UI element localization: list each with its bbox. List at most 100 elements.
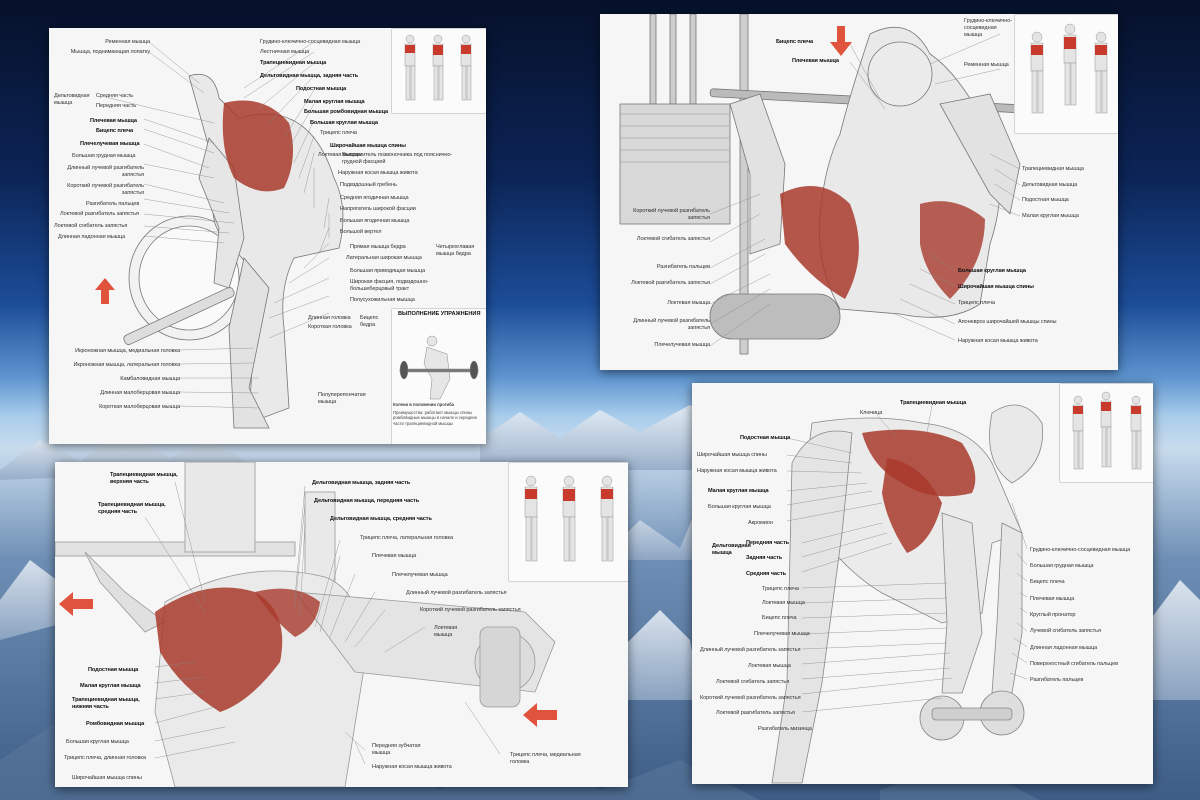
label: Бицепс бедра [360, 315, 379, 328]
arrow-down-icon [830, 26, 852, 61]
label: Акромион [748, 520, 773, 526]
label: Средняя ягодичная мышца [340, 195, 409, 201]
exec-title: ВЫПОЛНЕНИЕ УПРАЖНЕНИЯ [398, 311, 481, 317]
label: Мышца, поднимающая лопатку [70, 49, 150, 55]
label: Бицепс плеча [1030, 579, 1065, 585]
label: Большая круглая мышца [66, 739, 129, 745]
label: Грудино-ключично-сосцевидная мышца [964, 18, 1012, 38]
rear-fly-figure [55, 462, 556, 787]
arrow-left-icon [523, 703, 557, 732]
label: Дельтовидная мышца, передняя часть [314, 498, 420, 504]
label: Трапециевидная мышца, средняя часть [98, 502, 166, 515]
label: Дельтовидная мышца [54, 93, 90, 106]
label: Лучевой сгибатель запястья [1030, 628, 1101, 634]
label: Ременная мышца [105, 39, 150, 45]
lat-pulldown-figure [619, 14, 1036, 355]
label: Длинный лучевой разгибатель запястья [633, 318, 710, 331]
label: Камбаловидная мышца [120, 376, 180, 382]
label: Локтевой разгибатель запястья [60, 211, 139, 217]
label: Большая круглая мышца [310, 120, 378, 126]
label: Локтевая мышца [748, 663, 791, 669]
label: Наружная косая мышца живота [697, 468, 777, 474]
label: Большая приводящая мышца [350, 268, 426, 274]
label: Большая грудная мышца [1030, 563, 1094, 569]
muscle-activation-thumbnail [1059, 383, 1153, 483]
label: Длинный лучевой разгибатель запястья [406, 590, 507, 596]
label: Локтевой разгибатель запястья [631, 280, 710, 286]
label: Дельтовидная мышца [1022, 182, 1078, 188]
label: Короткий лучевой разгибатель запястья [700, 695, 801, 701]
label: Средняя часть [96, 93, 134, 99]
muscle-activation-thumbnail [508, 462, 628, 582]
label: Икроножная мышца, латеральная головка [73, 362, 181, 368]
label: Бицепс плеча [776, 39, 814, 45]
label: Плечевая мышца [90, 118, 137, 124]
label: Длинная ладонная мышца [1030, 645, 1098, 651]
label: Разгибатель пальцев [656, 264, 710, 270]
label: Плечевая мышца [792, 58, 839, 64]
label: Дельтовидная мышца, задняя часть [260, 73, 359, 79]
label: Локтевая мышца [667, 300, 710, 306]
label: Трапециевидная мышца [260, 60, 327, 66]
label: Плечелучевая мышца [80, 141, 140, 147]
label: Малая круглая мышца [708, 488, 769, 494]
label: Локтевой сгибатель запястья [54, 223, 128, 229]
label: Малая круглая мышца [80, 683, 141, 689]
label: Широчайшая мышца спины [697, 452, 767, 458]
label: Трицепс плеча [958, 300, 995, 306]
panel-dumbbell-raise [692, 383, 1153, 784]
label: Большая грудная мышца [72, 153, 136, 159]
label: Поверхностный сгибатель пальцев [1030, 661, 1118, 667]
label: Короткий лучевой разгибатель запястья [633, 208, 710, 221]
label: Трицепс плеча, латеральная головка [360, 535, 453, 541]
label: Большая круглая мышца [958, 268, 1026, 274]
label: Четырехглавая мышца бедра [436, 244, 475, 257]
label: Большая круглая мышца [708, 504, 771, 510]
dumbbell-raise-figure [771, 404, 1044, 784]
label: Большой вертел [340, 229, 382, 235]
label: Ключица [860, 410, 883, 416]
label: Передняя часть [746, 540, 789, 546]
label: Грудино-ключично-сосцевидная мышца [260, 39, 361, 45]
label: Ромбовидная мышца [86, 721, 145, 727]
label: Короткий лучевой разгибатель запястья [67, 183, 144, 196]
label: Плечелучевая мышца [754, 631, 810, 637]
label: Лестничная мышца [260, 49, 310, 55]
label: Локтевая мышца [762, 600, 805, 606]
label: Короткая головка [308, 324, 352, 330]
panel-lat-pulldown [600, 14, 1118, 370]
label: Передняя часть [96, 103, 137, 109]
label: Широчайшая мышца спины [330, 143, 406, 149]
panel-machine-rear-fly [55, 462, 628, 787]
label: Подостная мышца [296, 86, 347, 92]
label: Разгибатель пальцев [1030, 677, 1084, 683]
label: Трапециевидная мышца, верхняя часть [110, 472, 178, 485]
label: Апоневроз широчайшей мышцы спины [958, 319, 1057, 325]
label: Трицепс плеча, длинная головка [64, 755, 146, 761]
label: Круглый пронатор [1030, 612, 1076, 618]
label: Ременная мышца [964, 62, 1009, 68]
label: Длинная малоберцовая мышца [100, 390, 180, 396]
label: Широкая фасция, подвздошно-большеберцовы… [350, 279, 429, 292]
label: Большая ромбовидная мышца [304, 109, 389, 115]
label: Локтевой сгибатель запястья [716, 679, 790, 685]
label: Малая круглая мышца [1022, 213, 1079, 219]
label: Наружная косая мышца живота [338, 170, 418, 176]
label: Малая круглая мышца [304, 99, 365, 105]
exercise-execution-box [391, 308, 486, 444]
label: Большая ягодичная мышца [340, 218, 410, 224]
arrow-up-icon [95, 278, 115, 309]
label: Грудино-ключично-сосцевидная мышца [1030, 547, 1131, 553]
label: Разгибатель мизинца [758, 726, 812, 732]
label: Прямая мышца бедра [350, 244, 406, 250]
label: Локтевой разгибатель запястья [716, 710, 795, 716]
label: Плечелучевая мышца [654, 342, 710, 348]
arrow-left-icon [59, 592, 93, 621]
panel-barbell-row [49, 28, 486, 444]
label: Подостная мышца [740, 435, 791, 441]
label: Напрягатель широкой фасции [340, 206, 416, 212]
label: Полуперепончатая мышца [318, 392, 366, 405]
label: Дельтовидная мышца [712, 543, 751, 556]
label: Полусухожильная мышца [350, 297, 415, 303]
label: Наружная косая мышца живота [958, 338, 1038, 344]
